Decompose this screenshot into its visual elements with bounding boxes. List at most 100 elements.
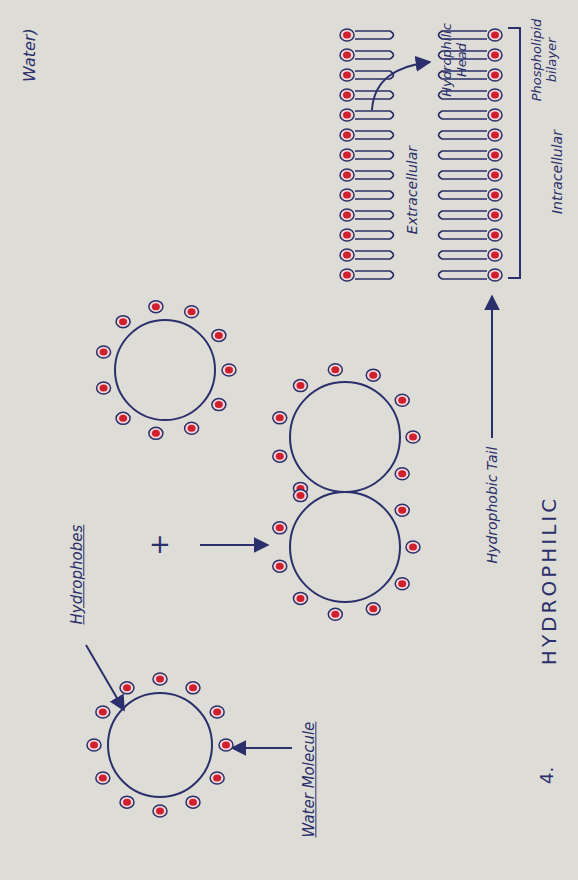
lipid-head — [491, 152, 499, 159]
water-molecule — [276, 414, 284, 421]
water-molecule — [296, 382, 304, 389]
water-molecule — [296, 595, 304, 602]
region-label: Extracellular — [404, 146, 420, 234]
water-molecule — [406, 541, 420, 553]
water-molecule — [96, 772, 110, 784]
process-arrow — [200, 544, 268, 546]
part-label: Water Molecule — [301, 722, 318, 838]
lipid-tail — [439, 251, 488, 259]
lipid-head — [491, 212, 499, 219]
water-molecule — [293, 592, 307, 604]
water-molecule — [97, 382, 111, 394]
water-molecule — [328, 364, 342, 376]
water-molecule — [116, 316, 130, 328]
lipid-head — [343, 92, 351, 99]
hydrophobe-circle — [115, 320, 215, 420]
lipid-tail — [439, 151, 488, 159]
water-molecule — [219, 739, 233, 751]
lipid-head — [343, 132, 351, 139]
lipid-tail — [355, 131, 394, 139]
lipid-head — [491, 132, 499, 139]
lipid-head — [491, 172, 499, 179]
water-molecule — [120, 682, 134, 694]
water-molecule — [152, 430, 160, 437]
lipid-head — [491, 272, 499, 279]
water-molecule — [188, 425, 196, 432]
lipid-head — [340, 129, 354, 141]
part-label: Hydrophilic Head — [440, 14, 470, 106]
water-molecule — [87, 739, 101, 751]
water-molecule — [369, 605, 377, 612]
hydrophobe-circle — [290, 382, 400, 492]
water-molecule — [273, 522, 287, 534]
water-molecule — [293, 380, 307, 392]
water-molecule — [119, 415, 127, 422]
water-molecule — [273, 560, 287, 572]
water-molecule — [210, 772, 224, 784]
lipid-tail — [439, 131, 488, 139]
water-molecule — [406, 431, 420, 443]
lipid-head — [488, 269, 502, 281]
lipid-head — [340, 29, 354, 41]
lipid-tail — [355, 91, 394, 99]
water-molecule — [225, 367, 233, 374]
water-molecule — [395, 504, 409, 516]
water-molecule — [100, 385, 108, 392]
part-label: Phospholipid bilayer — [530, 10, 560, 110]
lipid-head — [343, 152, 351, 159]
water-molecule — [222, 364, 236, 376]
lipid-head — [340, 249, 354, 261]
lipid-head — [488, 109, 502, 121]
region-label: Intracellular — [549, 130, 565, 214]
water-molecule — [366, 603, 380, 615]
water-molecule — [156, 676, 164, 683]
lipid-tail — [439, 211, 488, 219]
part-label: Hydrophobic Tail — [484, 447, 500, 564]
water-molecule — [331, 611, 339, 618]
water-molecule — [116, 412, 130, 424]
water-molecule — [189, 799, 197, 806]
lipid-head — [488, 149, 502, 161]
lipid-head — [340, 229, 354, 241]
lipid-head — [340, 69, 354, 81]
water-molecule — [213, 775, 221, 782]
water-molecule — [212, 399, 226, 411]
lipid-head — [340, 269, 354, 281]
water-molecule — [276, 453, 284, 460]
water-molecule — [331, 366, 339, 373]
lipid-tail — [355, 171, 394, 179]
lipid-head — [488, 249, 502, 261]
water-molecule — [398, 397, 406, 404]
water-molecule — [186, 796, 200, 808]
water-molecule — [395, 468, 409, 480]
lipid-tail — [355, 31, 394, 39]
lipid-head — [340, 109, 354, 121]
lipid-head — [488, 189, 502, 201]
water-molecule — [210, 706, 224, 718]
lipid-tail — [439, 111, 488, 119]
lipid-head — [488, 129, 502, 141]
lipid-head — [488, 169, 502, 181]
water-molecule — [276, 563, 284, 570]
lipid-head — [340, 189, 354, 201]
water-molecule — [398, 507, 406, 514]
water-molecule — [100, 348, 108, 355]
water-molecule — [189, 684, 197, 691]
lipid-head — [488, 89, 502, 101]
water-molecule — [213, 709, 221, 716]
water-molecule — [212, 329, 226, 341]
lipid-tail — [439, 271, 488, 279]
lipid-tail — [355, 111, 394, 119]
lipid-head — [343, 192, 351, 199]
lipid-tail — [355, 251, 394, 259]
lipid-head — [491, 192, 499, 199]
water-molecule — [395, 394, 409, 406]
water-molecule — [296, 492, 304, 499]
lipid-head — [488, 209, 502, 221]
water-molecule — [185, 422, 199, 434]
lipid-head — [340, 49, 354, 61]
water-molecule — [276, 524, 284, 531]
water-molecule — [222, 742, 230, 749]
plus-sign: + — [149, 530, 171, 560]
